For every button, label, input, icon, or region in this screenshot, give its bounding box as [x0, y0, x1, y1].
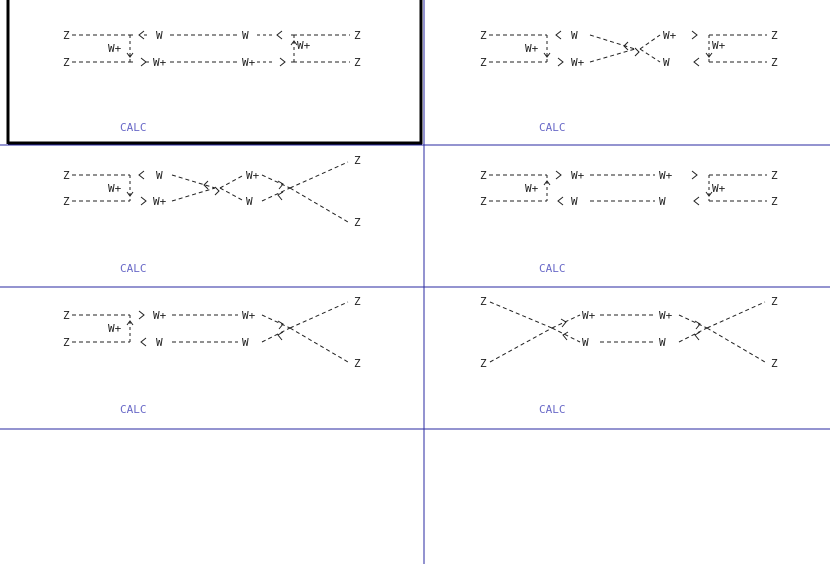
panel-2-w-plus-label-1: W+: [525, 42, 539, 55]
panel-3-z-label-3: Z: [354, 154, 361, 167]
panel-3-z-label-1: Z: [63, 169, 70, 182]
panel-5-w-label-2: W: [242, 336, 249, 349]
panel-6-w-plus-label-1: W+: [582, 309, 596, 322]
panel-6-w-label-1: W: [582, 336, 589, 349]
panel-3-w-plus-label-2: W+: [153, 195, 167, 208]
panel-6-z-label-3: Z: [771, 295, 778, 308]
panel-4-w-plus-label-1: W+: [525, 182, 539, 195]
panel-6-w-label-2: W: [659, 336, 666, 349]
panel-4-w-label-1: W: [571, 195, 578, 208]
panel-3-z-label-2: Z: [63, 195, 70, 208]
panel-2-w-label-2: W: [663, 56, 670, 69]
panel-1-w-label-1: W: [156, 29, 163, 42]
panel-1-z-label-2: Z: [63, 56, 70, 69]
panel-1-w-label-2: W: [242, 29, 249, 42]
panel-4-w-plus-label-3: W+: [659, 169, 673, 182]
panel-3-w-label-2: W: [246, 195, 253, 208]
panel-2-w-plus-label-2: W+: [571, 56, 585, 69]
panel-4-z-label-4: Z: [771, 195, 778, 208]
panel-1-z-label-4: Z: [354, 56, 361, 69]
panel-4-w-plus-label-4: W+: [712, 182, 726, 195]
panel-6-z-label-1: Z: [480, 295, 487, 308]
feynman-panel-1[interactable]: Z Z Z Z W W+ W+ W W+ W+: [63, 29, 361, 69]
selection-frame: [6, 0, 423, 145]
panel-3-w-plus-label-1: W+: [108, 182, 122, 195]
feynman-panel-2[interactable]: Z Z Z Z W+ W W+ W+ W W+: [480, 29, 778, 69]
panel-1-w-plus-label-2: W+: [108, 42, 122, 55]
feynman-panel-4[interactable]: Z Z Z Z W+ W+ W W+ W W+: [480, 169, 778, 208]
panel-5-z-label-2: Z: [63, 336, 70, 349]
feynman-panel-6[interactable]: Z Z Z Z W+ W W+ W: [480, 295, 778, 370]
panel-1-calc-label: CALC: [120, 121, 147, 134]
panel-1-w-plus-label-1: W+: [153, 56, 167, 69]
panel-4-calc-label: CALC: [539, 262, 566, 275]
panel-1-w-plus-label-4: W+: [297, 39, 311, 52]
panel-5-z-label-4: Z: [354, 357, 361, 370]
panel-3-z-label-4: Z: [354, 216, 361, 229]
panel-4-z-label-1: Z: [480, 169, 487, 182]
panel-2-w-plus-label-4: W+: [712, 39, 726, 52]
empty-cell-left[interactable]: [0, 430, 423, 564]
panel-4-w-plus-label-2: W+: [571, 169, 585, 182]
panel-2-w-label-1: W: [571, 29, 578, 42]
panel-2-w-plus-label-3: W+: [663, 29, 677, 42]
panel-1-w-plus-label-3: W+: [242, 56, 256, 69]
panel-3-calc-label: CALC: [120, 262, 147, 275]
panel-6-z-label-4: Z: [771, 357, 778, 370]
panel-3-w-plus-label-3: W+: [246, 169, 260, 182]
panel-6-z-label-2: Z: [480, 357, 487, 370]
panel-4-z-label-3: Z: [771, 169, 778, 182]
panel-2-z-label-3: Z: [771, 29, 778, 42]
panel-1-z-label-1: Z: [63, 29, 70, 42]
panel-1-z-label-3: Z: [354, 29, 361, 42]
panel-3-w-label-1: W: [156, 169, 163, 182]
panel-2-z-label-1: Z: [480, 29, 487, 42]
panel-2-z-label-2: Z: [480, 56, 487, 69]
panel-5-z-label-3: Z: [354, 295, 361, 308]
panel-4-z-label-2: Z: [480, 195, 487, 208]
panel-5-z-label-1: Z: [63, 309, 70, 322]
panel-5-w-plus-label-2: W+: [153, 309, 167, 322]
empty-cell-right[interactable]: [425, 430, 830, 564]
panel-6-calc-label: CALC: [539, 403, 566, 416]
panel-2-calc-label: CALC: [539, 121, 566, 134]
feynman-panel-3[interactable]: Z Z Z Z W+ W W+ W+ W: [63, 154, 361, 229]
panel-5-w-plus-label-3: W+: [242, 309, 256, 322]
feynman-panel-5[interactable]: Z Z Z Z W+ W+ W W+ W: [63, 295, 361, 370]
panel-5-w-label-1: W: [156, 336, 163, 349]
panel-5-calc-label: CALC: [120, 403, 147, 416]
panel-2-z-label-4: Z: [771, 56, 778, 69]
panel-6-w-plus-label-2: W+: [659, 309, 673, 322]
panel-5-w-plus-label-1: W+: [108, 322, 122, 335]
panel-4-w-label-2: W: [659, 195, 666, 208]
